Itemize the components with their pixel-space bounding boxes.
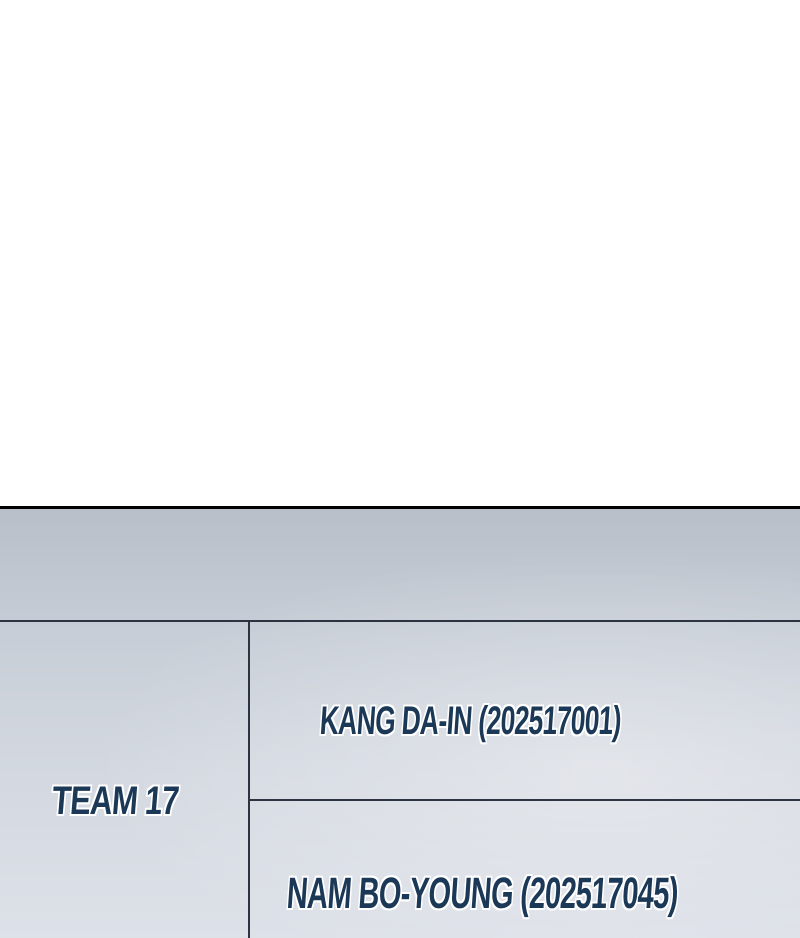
table-column-divider bbox=[248, 620, 250, 938]
team-label: TEAM 17 bbox=[50, 779, 181, 823]
member-name-2: NAM BO-YOUNG (202517045) bbox=[285, 869, 680, 918]
comic-panel: TEAM 17 KANG DA-IN (202517001) NAM BO-YO… bbox=[0, 506, 800, 938]
member-name-1: KANG DA-IN (202517001) bbox=[318, 699, 623, 743]
table-top-line bbox=[0, 620, 800, 622]
table-row-divider bbox=[248, 799, 800, 801]
